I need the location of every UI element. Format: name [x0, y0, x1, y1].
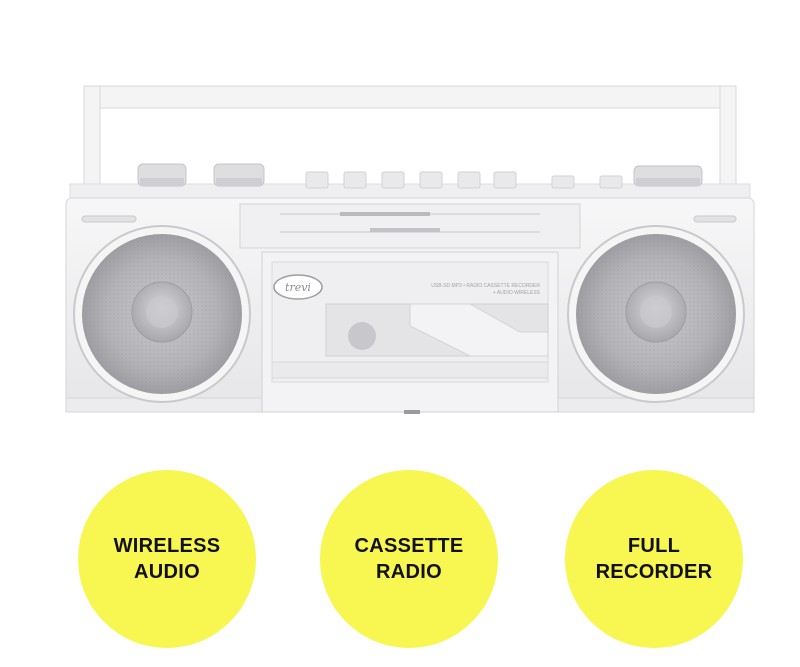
- feature-badge-full-recorder: FULL RECORDER: [565, 470, 743, 648]
- carry-handle: [83, 85, 737, 197]
- feature-badge-cassette-radio: CASSETTE RADIO: [320, 470, 498, 648]
- badge-line-2: RADIO: [376, 561, 442, 583]
- model-caption-2: + AUDIO WIRELESS: [493, 290, 541, 296]
- feature-badges: WIRELESS AUDIO CASSETTE RADIO FULL RECOR…: [0, 470, 800, 650]
- badge-line-1: WIRELESS: [113, 535, 221, 557]
- cassette-keys[interactable]: [305, 171, 623, 189]
- badge-line-1: FULL: [627, 535, 681, 557]
- model-caption-1: USB-SD MP3 • RADIO CASSETTE RECORDER: [431, 283, 540, 289]
- badge-label: WIRELESS AUDIO: [114, 533, 221, 585]
- radio-dial: [239, 203, 581, 249]
- brand-logo: trevi: [285, 281, 311, 294]
- feature-badge-wireless-audio: WIRELESS AUDIO: [78, 470, 256, 648]
- badge-line-1: CASSETTE: [354, 535, 464, 557]
- tone-knob[interactable]: [213, 163, 265, 187]
- badge-line-2: RECORDER: [595, 561, 713, 583]
- cassette-deck[interactable]: trevi USB-SD MP3 • RADIO CASSETTE RECORD…: [261, 251, 559, 413]
- left-speaker: [73, 225, 251, 403]
- right-speaker: [567, 225, 745, 403]
- boombox-illustration: trevi USB-SD MP3 • RADIO CASSETTE RECORD…: [65, 85, 755, 414]
- badge-label: FULL RECORDER: [596, 533, 713, 585]
- product-image: trevi USB-SD MP3 • RADIO CASSETTE RECORD…: [65, 85, 755, 414]
- badge-label: CASSETTE RADIO: [354, 533, 463, 585]
- badge-line-2: AUDIO: [134, 561, 200, 583]
- tuning-knob[interactable]: [633, 165, 703, 187]
- volume-knob[interactable]: [137, 163, 187, 187]
